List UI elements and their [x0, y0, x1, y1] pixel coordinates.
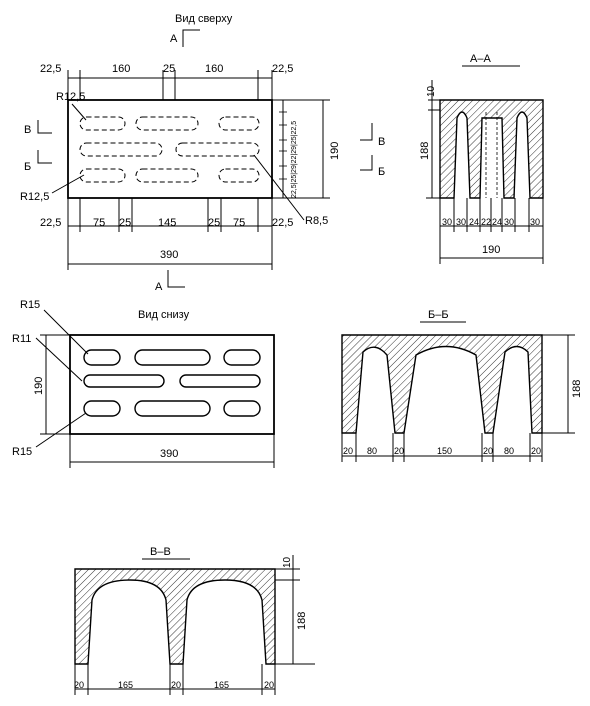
bottom-radius-bottom: R15 [12, 446, 32, 458]
section-bb-dim-7: 20 [531, 446, 541, 456]
section-aa-dim-1: 30 [442, 217, 452, 227]
section-bb: Б–Б 188 20 80 20 150 20 80 20 [341, 309, 583, 462]
radius-label-top: R12,5 [56, 91, 85, 103]
section-bb-dim-6: 80 [504, 446, 514, 456]
radius-label-right: R8,5 [305, 215, 328, 227]
section-vv-height: 188 [296, 612, 308, 630]
bottom-radius-mid: R11 [12, 333, 31, 345]
right-small-dims-ticks [279, 111, 287, 180]
top-view: Вид сверху А 22,5 160 25 160 22,5 R12 [20, 13, 385, 293]
section-aa-dim-4: 22 [481, 217, 491, 227]
section-bb-dim-2: 80 [367, 446, 377, 456]
section-vv-dim-1: 20 [74, 680, 84, 690]
dim-top-4: 160 [205, 63, 223, 75]
dim-top-5: 22,5 [272, 63, 293, 75]
top-view-height: 190 [329, 142, 341, 160]
section-mark-b-left: Б [24, 161, 31, 173]
section-bb-title: Б–Б [428, 309, 449, 321]
dim-top-1: 22,5 [40, 63, 61, 75]
section-vv-dim-2: 165 [118, 680, 133, 690]
top-view-title: Вид сверху [175, 13, 233, 25]
dim-bottom-4: 145 [158, 217, 176, 229]
bottom-view-height: 190 [33, 377, 45, 395]
section-bb-shape [341, 334, 543, 434]
section-arrow-a-bottom [167, 270, 185, 288]
section-bb-dim-3: 20 [394, 446, 404, 456]
section-vv-shape [74, 568, 276, 665]
section-aa: А–А 10 188 30 30 24 22 24 30 30 [419, 53, 544, 264]
section-mark-v-left: В [24, 124, 31, 136]
section-bb-height: 188 [571, 380, 583, 398]
section-aa-dim-5: 24 [492, 217, 502, 227]
top-view-outline [67, 99, 273, 199]
section-aa-height: 188 [419, 142, 431, 160]
section-bb-dim-1: 20 [343, 446, 353, 456]
dim-bottom-5: 25 [208, 217, 220, 229]
section-aa-dim-6: 30 [504, 217, 514, 227]
section-aa-dim-7: 30 [530, 217, 540, 227]
section-aa-dim-top: 10 [426, 85, 437, 97]
dim-bottom-3: 25 [119, 217, 131, 229]
section-aa-dim-3: 24 [469, 217, 479, 227]
section-vv: В–В 10 188 20 165 20 165 20 [74, 546, 315, 695]
bottom-radius-top: R15 [20, 299, 40, 311]
section-vv-dim-top: 10 [282, 556, 293, 568]
section-bb-dim-4: 150 [437, 446, 452, 456]
section-aa-total: 190 [482, 244, 500, 256]
section-aa-dim-2: 30 [456, 217, 466, 227]
section-mark-b-right: Б [378, 166, 385, 178]
dim-bottom-2: 75 [93, 217, 105, 229]
section-aa-shape [439, 99, 544, 199]
section-aa-title: А–А [470, 53, 491, 65]
top-view-total-width: 390 [160, 249, 178, 261]
section-mark-a-top: А [170, 33, 178, 45]
dim-bottom-6: 75 [233, 217, 245, 229]
bottom-view: Вид снизу R15 R11 R15 190 390 [12, 299, 275, 468]
section-vv-dim-5: 20 [264, 680, 274, 690]
right-small-dims: 22,5|25|29|22|29|25|22,5 [291, 121, 298, 198]
radius-label-bottom: R12,5 [20, 191, 49, 203]
dim-bottom-1: 22,5 [40, 217, 61, 229]
section-arrow-a-top [182, 29, 200, 47]
section-mark-a-bottom: А [155, 281, 163, 293]
section-bb-dim-5: 20 [483, 446, 493, 456]
dim-bottom-7: 22,5 [272, 217, 293, 229]
dim-top-2: 160 [112, 63, 130, 75]
section-vv-title: В–В [150, 546, 171, 558]
section-vv-dim-4: 165 [214, 680, 229, 690]
section-mark-v-right: В [378, 136, 385, 148]
top-view-slots [79, 116, 260, 183]
bottom-view-outline [69, 334, 275, 435]
section-vv-dim-3: 20 [171, 680, 181, 690]
bottom-view-title: Вид снизу [138, 309, 190, 321]
dim-top-3: 25 [163, 63, 175, 75]
bottom-view-slots [83, 349, 261, 417]
bottom-view-total-width: 390 [160, 448, 178, 460]
